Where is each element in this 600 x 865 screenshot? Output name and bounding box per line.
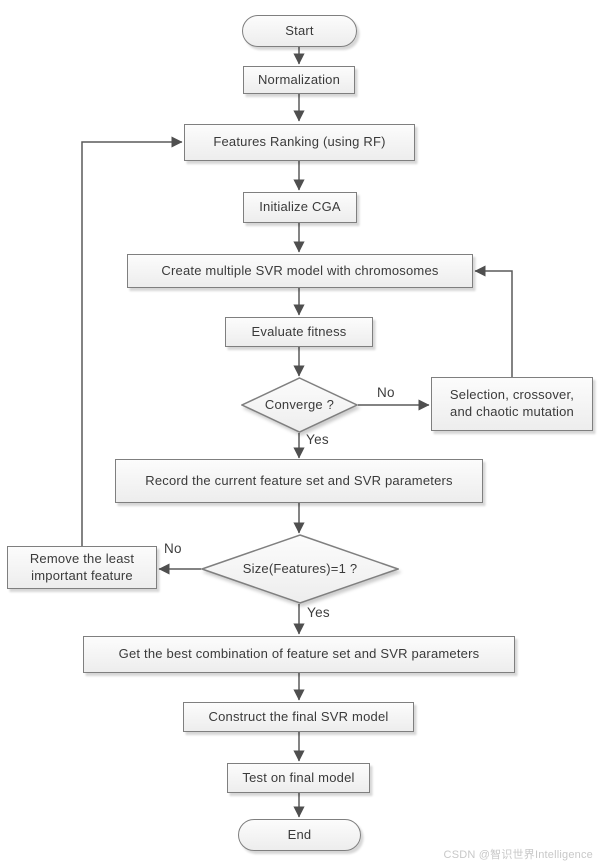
node-end: End [238,819,361,851]
node-label: Evaluate fitness [251,323,347,339]
node-label: End [287,826,312,842]
node-label: Size(Features)=1 ? [242,560,358,576]
node-selection-crossover: Selection, crossover, and chaotic mutati… [431,377,593,431]
node-features-ranking: Features Ranking (using RF) [184,124,415,161]
edge-selection-createsvr-loop [474,265,513,377]
diamond-shape [241,377,358,433]
node-create-svr-models: Create multiple SVR model with chromosom… [127,254,473,288]
node-label: Start [285,22,314,38]
node-test-final-model: Test on final model [227,763,370,793]
node-evaluate-fitness: Evaluate fitness [225,317,373,347]
node-converge-decision: Converge ? [241,377,358,433]
node-label: Converge ? [264,396,335,412]
node-label: Create multiple SVR model with chromosom… [161,262,439,278]
node-initialize-cga: Initialize CGA [243,192,357,223]
node-size-features-decision: Size(Features)=1 ? [201,534,399,604]
node-label: Normalization [257,71,341,87]
edge-remove-featuresranking-loop [81,136,183,546]
node-label: Features Ranking (using RF) [213,134,386,150]
node-start: Start [242,15,357,47]
node-label: Remove the least important feature [29,550,135,583]
edge-label-converge-no: No [377,385,395,400]
node-label: Selection, crossover, and chaotic mutati… [449,387,575,419]
node-label: Construct the final SVR model [208,708,389,724]
node-get-best-combination: Get the best combination of feature set … [83,636,515,673]
node-label: Record the current feature set and SVR p… [145,472,453,488]
node-label: Initialize CGA [259,199,341,215]
diamond-shape [201,534,399,604]
edge-label-size-yes: Yes [307,605,330,620]
node-construct-final-model: Construct the final SVR model [183,702,414,732]
node-record-feature-set: Record the current feature set and SVR p… [115,459,483,503]
edge-label-size-no: No [164,541,182,556]
csdn-watermark: CSDN @智识世界Intelligence [443,849,593,861]
node-normalization: Normalization [243,66,355,94]
node-remove-feature: Remove the least important feature [7,546,157,589]
node-label: Get the best combination of feature set … [118,646,480,662]
edge-label-converge-yes: Yes [306,432,329,447]
node-label: Test on final model [242,769,355,785]
